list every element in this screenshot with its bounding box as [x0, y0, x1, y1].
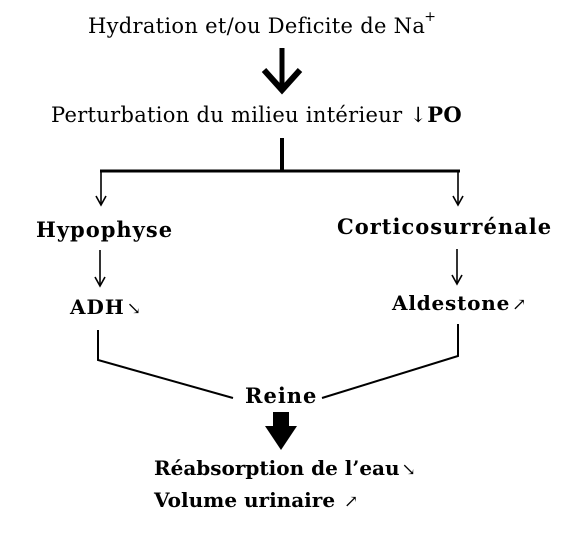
arrow-to-aldestone: [451, 249, 463, 286]
right-converge-line: [321, 324, 459, 399]
node-reabsorption-text: Réabsorption de l’eau: [154, 456, 400, 480]
arrow-to-adh: [94, 250, 106, 288]
increase-arrow-icon: ↗: [344, 492, 359, 512]
node-start: Hydration et/ou Deficite de Na+: [88, 10, 436, 38]
increase-arrow-icon: ↗: [512, 295, 528, 315]
node-adh-text: ADH: [70, 295, 125, 319]
node-aldestone-text: Aldestone: [392, 291, 511, 315]
node-hypophyse: Hypophyse: [36, 217, 174, 242]
node-start-text: Hydration et/ou Deficite de Na: [88, 14, 426, 38]
node-volume-text: Volume urinaire: [154, 488, 343, 512]
node-perturbation-suffix: PO: [427, 102, 462, 127]
decrease-arrow-icon: ↘: [401, 460, 416, 480]
thick-arrow-down-1: [261, 48, 303, 95]
node-perturbation-text: Perturbation du milieu intérieur: [51, 103, 410, 127]
left-converge-line: [97, 330, 234, 399]
arrow-to-corticosurrenale: [452, 171, 464, 207]
node-reabsorption: Réabsorption de l’eau↘: [154, 458, 416, 479]
node-aldestone: Aldestone↗: [392, 293, 527, 314]
arrow-to-hypophyse: [95, 171, 107, 207]
node-reine: Reine: [245, 383, 318, 408]
node-perturbation: Perturbation du milieu intérieur ↓PO: [51, 104, 462, 126]
decrease-arrow-icon: ↘: [126, 299, 143, 319]
node-adh: ADH↘: [70, 297, 142, 318]
node-volume: Volume urinaire ↗: [154, 490, 358, 511]
sodium-charge: +: [424, 9, 437, 25]
node-corticosurrenale: Corticosurrénale: [337, 214, 553, 239]
decrease-arrow-icon: ↓: [409, 103, 428, 127]
thick-arrow-down-2: [265, 412, 297, 450]
